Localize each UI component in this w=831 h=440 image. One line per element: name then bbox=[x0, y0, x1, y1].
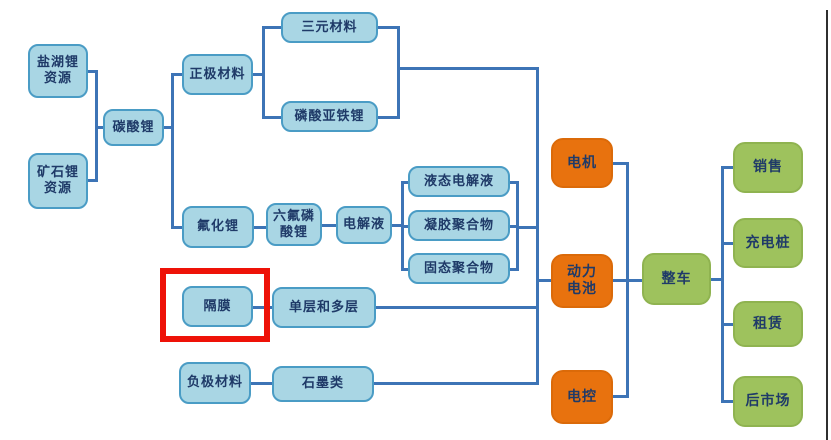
connector-line bbox=[722, 323, 733, 326]
connector-line bbox=[376, 306, 539, 309]
node-anode-materials: 负极材料 bbox=[179, 362, 251, 404]
connector-line bbox=[536, 67, 539, 385]
node-cathode-materials: 正极材料 bbox=[182, 54, 253, 95]
connector-line bbox=[263, 116, 281, 119]
node-graphite: 石墨类 bbox=[272, 366, 374, 402]
node-electronic-control: 电控 bbox=[551, 370, 613, 424]
page-edge-line bbox=[826, 10, 828, 440]
connector-line bbox=[378, 116, 400, 119]
connector-line bbox=[613, 162, 629, 165]
connector-line bbox=[402, 181, 408, 184]
connector-line bbox=[722, 242, 733, 245]
connector-line bbox=[613, 395, 629, 398]
node-electrolyte: 电解液 bbox=[336, 206, 392, 244]
node-gel-polymer: 凝胶聚合物 bbox=[408, 210, 510, 241]
node-lithium-fluoride: 氟化锂 bbox=[182, 206, 254, 248]
connector-line bbox=[378, 26, 400, 29]
node-complete-vehicle: 整车 bbox=[642, 253, 711, 305]
connector-line bbox=[510, 225, 519, 228]
connector-line bbox=[164, 126, 174, 129]
node-single-and-multi-layer: 单层和多层 bbox=[272, 287, 376, 328]
connector-line bbox=[253, 306, 272, 309]
node-leasing: 租赁 bbox=[733, 301, 803, 347]
node-liquid-electrolyte: 液态电解液 bbox=[408, 166, 510, 197]
node-sales: 销售 bbox=[733, 142, 803, 193]
connector-line bbox=[397, 26, 400, 119]
connector-line bbox=[322, 224, 336, 227]
connector-line bbox=[262, 26, 265, 119]
connector-line bbox=[510, 268, 519, 271]
connector-line bbox=[254, 226, 266, 229]
connector-line bbox=[263, 26, 281, 29]
node-ore-lithium-resources: 矿石锂 资源 bbox=[28, 153, 88, 209]
connector-line bbox=[537, 279, 551, 282]
highlight-box bbox=[160, 268, 270, 342]
connector-line bbox=[172, 73, 184, 76]
node-power-battery: 动力 电池 bbox=[551, 254, 613, 308]
node-lithium-iron-phosphate: 磷酸亚铁锂 bbox=[281, 101, 378, 132]
node-lithium-hexafluorophosphate: 六氟磷 酸锂 bbox=[266, 203, 322, 246]
node-solid-polymer: 固态聚合物 bbox=[408, 253, 510, 284]
connector-line bbox=[88, 70, 98, 73]
connector-line bbox=[722, 400, 733, 403]
connector-line bbox=[392, 224, 404, 227]
connector-line bbox=[626, 162, 629, 398]
connector-line bbox=[402, 268, 408, 271]
connector-line bbox=[251, 382, 272, 385]
connector-line bbox=[172, 226, 184, 229]
connector-line bbox=[398, 67, 539, 70]
node-lithium-carbonate: 碳酸锂 bbox=[103, 109, 164, 146]
connector-line bbox=[88, 179, 98, 182]
connector-line bbox=[253, 73, 265, 76]
connector-line bbox=[402, 225, 408, 228]
node-separator: 隔膜 bbox=[182, 286, 253, 327]
connector-line bbox=[722, 166, 733, 169]
node-salt-lake-lithium-resources: 盐湖锂 资源 bbox=[28, 44, 88, 98]
connector-line bbox=[711, 278, 722, 281]
connector-line bbox=[171, 73, 174, 229]
connector-line bbox=[374, 382, 539, 385]
connector-line bbox=[721, 166, 724, 403]
connector-line bbox=[510, 181, 519, 184]
connector-line bbox=[517, 226, 539, 229]
connector-line bbox=[96, 126, 104, 129]
node-charging-pile: 充电桩 bbox=[733, 218, 803, 268]
node-ternary-materials: 三元材料 bbox=[281, 12, 378, 43]
node-aftermarket: 后市场 bbox=[733, 376, 803, 427]
node-motor: 电机 bbox=[551, 138, 613, 188]
